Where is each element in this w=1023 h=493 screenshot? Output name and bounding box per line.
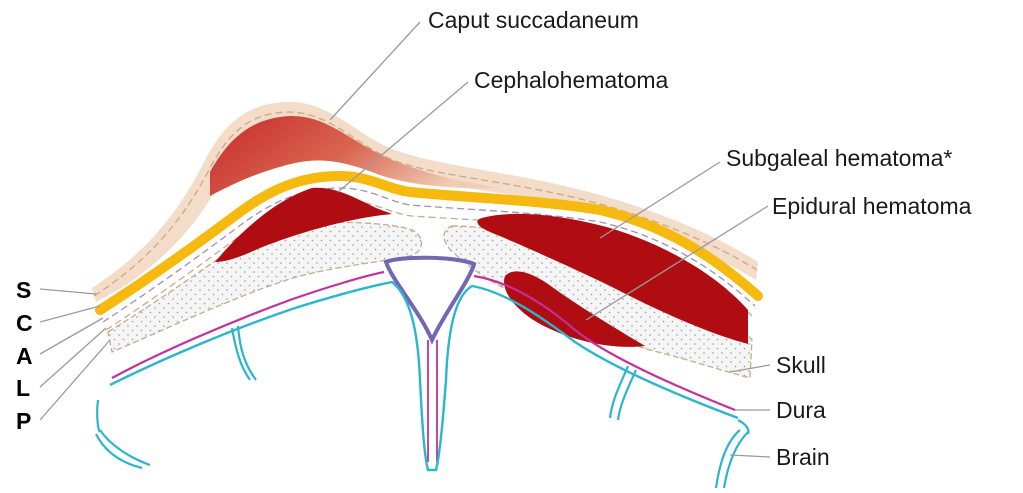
caput-succedaneum: [210, 116, 500, 196]
leader-caput: [330, 22, 420, 120]
leader-scalp-l: [40, 328, 106, 387]
label-subgaleal-hematoma: Subgaleal hematoma*: [726, 145, 952, 171]
label-brain: Brain: [776, 444, 830, 470]
scalp-letter-c: C: [16, 310, 33, 336]
brain-sulcus-left: [232, 326, 256, 380]
leader-scalp-p: [40, 340, 110, 420]
leader-scalp-c: [40, 306, 100, 322]
label-caput-succadaneum: Caput succadaneum: [428, 7, 639, 33]
scalp-letter-l: L: [16, 375, 30, 401]
leader-scalp-a: [40, 318, 103, 354]
scalp-letter-p: P: [16, 408, 31, 434]
scalp-letter-s: S: [16, 277, 31, 303]
brain-sulcus-lower-right: [716, 420, 749, 488]
leader-scalp-s: [40, 289, 96, 294]
label-dura: Dura: [776, 397, 826, 423]
brain-sulcus-lower-left: [96, 400, 150, 468]
label-epidural-hematoma: Epidural hematoma: [772, 193, 972, 219]
falx-cerebri: [428, 340, 437, 462]
scalp-letter-a: A: [16, 343, 33, 369]
label-skull: Skull: [776, 352, 826, 378]
label-cephalohematoma: Cephalohematoma: [474, 67, 669, 93]
leader-brain: [730, 455, 770, 457]
